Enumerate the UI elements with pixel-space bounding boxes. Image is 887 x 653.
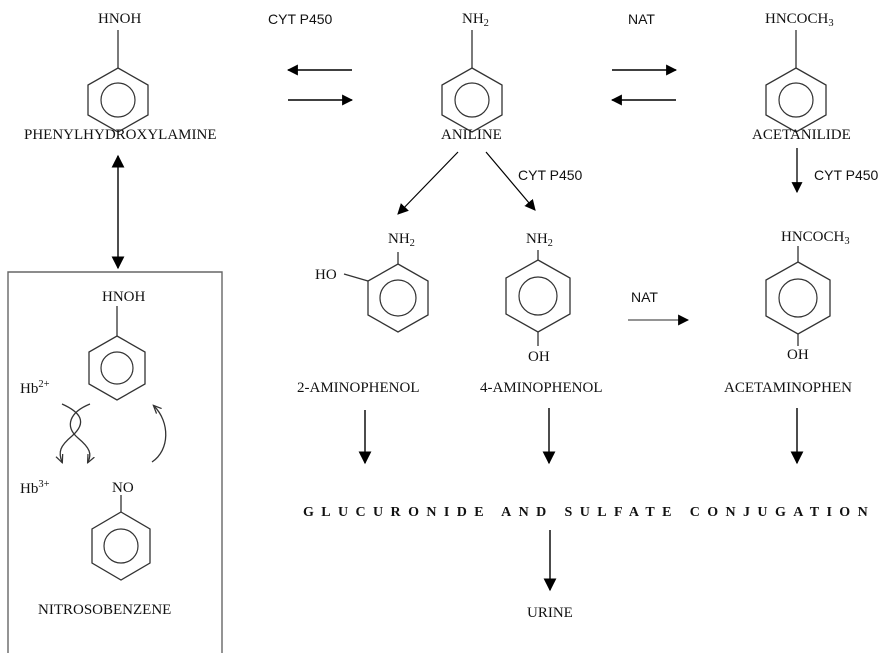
substituent-4-aminophenol: OH <box>528 349 550 365</box>
arrow-aniline-to-4-aminophenol <box>485 151 536 211</box>
label-hb3: Hb3+ <box>20 479 50 497</box>
ring-aniline <box>441 30 503 133</box>
label-aniline: ANILINE <box>441 127 502 143</box>
label-2-aminophenol: 2-AMINOPHENOL <box>297 380 420 396</box>
formula-nitrosobenzene: NO <box>112 480 134 496</box>
ring-4-aminophenol <box>505 250 571 346</box>
enzyme-nat-top: NAT <box>628 11 655 27</box>
ring-acetanilide <box>765 30 827 133</box>
ring-2-aminophenol <box>343 252 429 333</box>
label-4-aminophenol: 4-AMINOPHENOL <box>480 380 603 396</box>
ring-phenylhydroxylamine <box>87 30 149 133</box>
label-conjugation: GLUCURONIDE AND SULFATE CONJUGATION <box>303 505 876 520</box>
label-urine: URINE <box>527 605 573 621</box>
formula-box-hnoh: HNOH <box>102 289 146 305</box>
formula-acetaminophen: HNCOCH3 <box>781 229 850 247</box>
enzyme-cyp-top: CYT P450 <box>268 11 333 27</box>
formula-phenylhydroxylamine: HNOH <box>98 11 142 27</box>
label-hb2: Hb2+ <box>20 379 50 397</box>
formula-4-aminophenol: NH2 <box>526 231 553 249</box>
curved-arrow-hb-cross <box>69 403 90 462</box>
label-nitrosobenzene: NITROSOBENZENE <box>38 602 172 618</box>
enzyme-cyp-right: CYT P450 <box>814 167 879 183</box>
enzyme-nat-mid: NAT <box>631 289 658 305</box>
substituent-acetaminophen: OH <box>787 347 809 363</box>
label-phenylhydroxylamine: PHENYLHYDROXYLAMINE <box>24 127 217 143</box>
label-acetaminophen: ACETAMINOPHEN <box>724 380 852 396</box>
redox-box <box>7 271 223 653</box>
ring-box-hnoh <box>88 306 146 401</box>
curved-arrow-reduction <box>151 406 167 463</box>
arrow-aniline-to-2-aminophenol <box>397 151 459 215</box>
enzyme-cyp-mid: CYT P450 <box>518 167 583 183</box>
substituent-2-aminophenol: HO <box>315 267 337 283</box>
ring-acetaminophen <box>765 246 831 346</box>
ring-nitrosobenzene <box>91 495 151 581</box>
label-acetanilide: ACETANILIDE <box>752 127 851 143</box>
formula-2-aminophenol: NH2 <box>388 231 415 249</box>
curved-arrow-oxidation <box>60 403 82 462</box>
formula-aniline: NH2 <box>462 11 489 29</box>
formula-acetanilide: HNCOCH3 <box>765 11 834 29</box>
